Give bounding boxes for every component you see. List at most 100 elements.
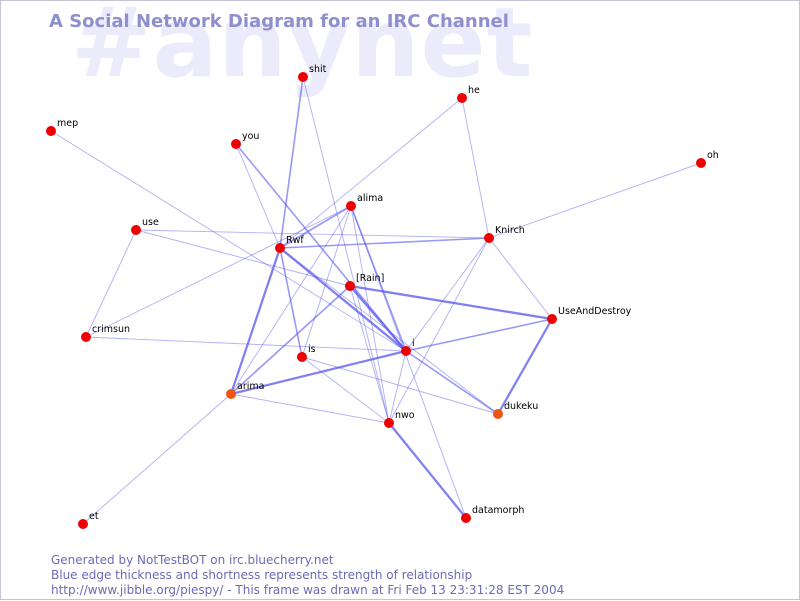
edge-use-knirch — [135, 229, 490, 239]
edge-arima-et — [82, 393, 232, 525]
edge-you-rwf — [235, 143, 281, 249]
node-shit: shit — [298, 64, 327, 82]
node-arima: arima — [226, 381, 264, 399]
node-dot — [275, 243, 285, 253]
node-label: is — [308, 344, 316, 355]
edge-oh-knirch — [488, 162, 702, 239]
node-dot — [346, 201, 356, 211]
node-et: et — [78, 511, 99, 529]
node-oh: oh — [696, 150, 719, 168]
node-dot — [493, 409, 503, 419]
node-label: alima — [357, 193, 383, 204]
footer-legend-line: Blue edge thickness and shortness repres… — [51, 568, 473, 582]
node-dot — [484, 233, 494, 243]
edge-i-dukeku — [405, 350, 499, 415]
node-dot — [457, 93, 467, 103]
edge-nwo-datamorph — [388, 422, 467, 519]
edge-use-rain — [135, 229, 351, 287]
node-dot — [231, 139, 241, 149]
node-label: he — [468, 85, 480, 96]
node-label: arima — [237, 381, 264, 392]
node-label: et — [89, 511, 99, 522]
node-crimsun: crimsun — [81, 324, 130, 342]
edge-alima-i — [350, 205, 407, 352]
node-dot — [547, 314, 557, 324]
node-dot — [226, 389, 236, 399]
node-label: shit — [309, 64, 327, 75]
edge-rwf-alima — [279, 205, 352, 249]
node-label: dukeku — [504, 401, 538, 412]
edge-useanddestroy-dukeku — [497, 318, 553, 415]
node-is: is — [297, 344, 316, 362]
node-label: datamorph — [472, 505, 524, 516]
edge-useanddestroy-i — [405, 318, 553, 352]
node-dot — [345, 281, 355, 291]
edge-rwf-is — [279, 247, 303, 358]
edge-rain-useanddestroy — [349, 284, 553, 321]
edge-shit-nwo — [302, 76, 390, 424]
node-label: you — [242, 131, 259, 142]
edge-rwf-i — [279, 247, 407, 352]
edge-knirch-useanddestroy — [488, 237, 553, 320]
node-label: mep — [57, 118, 78, 129]
node-dot — [131, 225, 141, 235]
node-useanddestroy: UseAndDestroy — [547, 306, 632, 324]
edge-alima-nwo — [350, 205, 390, 424]
node-label: oh — [707, 150, 719, 161]
edge-i-arima — [230, 349, 407, 396]
node-dot — [297, 352, 307, 362]
edge-i-nwo — [388, 350, 407, 424]
node-dot — [81, 332, 91, 342]
node-label: UseAndDestroy — [558, 306, 632, 317]
node-label: Rwf — [286, 235, 304, 246]
edge-use-crimsun — [85, 229, 137, 338]
edge-rwf-knirch — [279, 237, 490, 249]
edge-rain-i — [349, 285, 407, 352]
edge-is-nwo — [301, 356, 390, 424]
edge-mep-i — [50, 130, 407, 352]
node-dot — [461, 513, 471, 523]
node-label: crimsun — [92, 324, 130, 335]
edge-rwf-arima — [229, 247, 282, 395]
node-dot — [298, 72, 308, 82]
edge-arima-nwo — [230, 393, 390, 424]
node-label: [Rain] — [356, 273, 384, 284]
node-you: you — [231, 131, 259, 149]
edge-he-rwf — [279, 97, 463, 249]
node-knirch: Knirch — [484, 225, 525, 243]
node-he: he — [457, 85, 480, 103]
node-dot — [78, 519, 88, 529]
node-dot — [384, 418, 394, 428]
edge-alima-arima — [230, 205, 352, 395]
node-dot — [46, 126, 56, 136]
node-dukeku: dukeku — [493, 401, 538, 419]
node-datamorph: datamorph — [461, 505, 524, 523]
footer-generated-line: Generated by NotTestBOT on irc.bluecherr… — [51, 553, 334, 567]
node-rwf: Rwf — [275, 235, 304, 253]
node-alima: alima — [346, 193, 383, 211]
edge-he-knirch — [461, 97, 490, 239]
node-label: Knirch — [495, 225, 525, 236]
node-label: i — [412, 338, 415, 349]
edge-alima-datamorph — [350, 205, 467, 519]
edge-crimsun-i — [85, 336, 407, 352]
edge-rain-nwo — [349, 285, 390, 424]
node-dot — [401, 346, 411, 356]
node-use: use — [131, 217, 159, 235]
diagram-title: A Social Network Diagram for an IRC Chan… — [49, 11, 509, 32]
node-label: use — [142, 217, 159, 228]
node-mep: mep — [46, 118, 78, 136]
edge-knirch-i — [405, 237, 490, 352]
node-rain: [Rain] — [345, 273, 384, 291]
node-nwo: nwo — [384, 410, 415, 428]
footer-url-line: http://www.jibble.org/piespy/ - This fra… — [51, 583, 565, 597]
edge-knirch-nwo — [388, 237, 490, 424]
edge-crimsun-alima — [85, 205, 352, 338]
edge-rain-arima — [230, 285, 351, 395]
node-i: i — [401, 338, 415, 356]
edge-alima-is — [301, 205, 352, 358]
edge-rwf-shit — [279, 76, 304, 249]
edge-layer — [50, 76, 702, 525]
